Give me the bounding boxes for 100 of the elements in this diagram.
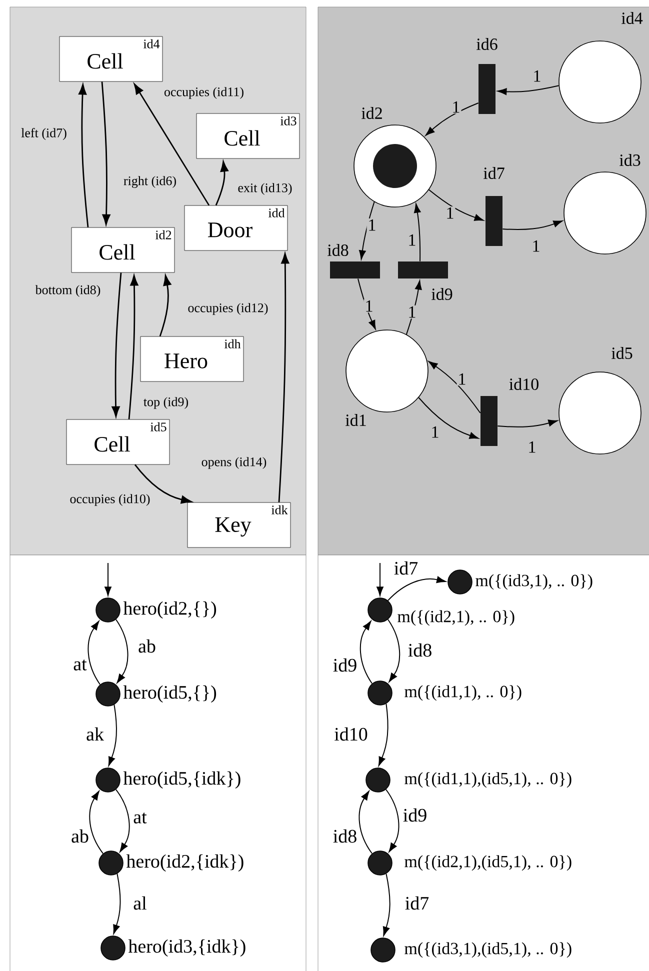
state-dot xyxy=(368,850,392,876)
node-label: hero(id2,{}) xyxy=(123,601,216,619)
arrow xyxy=(358,278,376,330)
edge-label: occupies (id11) xyxy=(163,86,245,100)
arrow xyxy=(108,704,117,766)
entity-box: Cell id2 xyxy=(71,227,175,273)
edge-label: right (id6) xyxy=(122,175,178,189)
arrow xyxy=(382,873,390,936)
transition-bar xyxy=(330,262,380,278)
transition-bar xyxy=(486,196,502,246)
arrow xyxy=(112,272,122,417)
entity-box: Hero idh xyxy=(140,336,244,382)
arrow xyxy=(278,253,290,502)
node-label: m({(id3,1), .. 0}) xyxy=(476,574,592,590)
node-label: id8 xyxy=(328,244,348,256)
arrow xyxy=(428,361,481,414)
state-dot xyxy=(98,850,124,876)
edge-label: id7 xyxy=(404,895,430,911)
node-label: id9 xyxy=(432,288,452,300)
arrow xyxy=(134,464,192,504)
node-label: id6 xyxy=(476,38,498,50)
arrow xyxy=(360,620,373,684)
arrow xyxy=(428,189,484,221)
transition-bar xyxy=(478,64,496,114)
node-label: id3 xyxy=(620,154,640,166)
place-circle xyxy=(558,372,642,454)
arrow xyxy=(88,620,101,685)
edge-label: top (id9) xyxy=(142,396,190,410)
entity-box: Cell id3 xyxy=(196,113,300,159)
node-label: id1 xyxy=(346,414,366,426)
state-dot xyxy=(96,682,120,706)
arrow xyxy=(215,161,228,206)
edge-label: occupies (id12) xyxy=(186,302,270,316)
node-label: id4 xyxy=(622,12,643,24)
state-dot xyxy=(100,936,126,960)
edge-label: id9 xyxy=(402,807,428,823)
place-circle xyxy=(346,330,428,412)
edge-label: ak xyxy=(85,726,105,742)
arrow xyxy=(406,280,422,335)
edge-label: id9 xyxy=(332,657,358,673)
arrow xyxy=(387,619,400,682)
edge-label: ab xyxy=(137,638,157,654)
edge-label: id8 xyxy=(332,828,358,844)
arrow xyxy=(104,562,112,596)
arrow xyxy=(359,201,375,260)
arrow xyxy=(101,82,110,225)
arrow xyxy=(113,873,121,934)
arrow xyxy=(115,789,130,852)
edge-label: id8 xyxy=(406,642,434,658)
arrow xyxy=(418,397,479,439)
place-circle xyxy=(354,124,436,208)
arrow xyxy=(497,85,560,95)
entity-box: Door idd xyxy=(184,205,288,251)
arrow xyxy=(497,420,558,428)
node-label: hero(id2,{idk}) xyxy=(126,854,244,872)
state-dot xyxy=(368,598,392,622)
node-label: m({(id1,1),(id5,1), .. 0}) xyxy=(404,772,572,788)
edge-label: opens (id14) xyxy=(200,456,268,470)
arrow xyxy=(378,703,388,766)
edge-label: al xyxy=(132,895,148,911)
arrow xyxy=(89,790,104,854)
state-dot xyxy=(448,570,472,594)
node-label: m({(id3,1),(id5,1), .. 0}) xyxy=(404,942,572,958)
node-label: id10 xyxy=(509,378,538,390)
arrow xyxy=(376,562,384,596)
entity-box: Cell id4 xyxy=(59,36,163,82)
arrow xyxy=(159,275,172,337)
node-label: id2 xyxy=(362,107,382,119)
edge-label: at xyxy=(72,658,88,672)
edge-label: id7 xyxy=(392,560,420,576)
arrow xyxy=(387,576,446,601)
arrow xyxy=(134,84,210,206)
arrow xyxy=(385,789,400,852)
node-label: id5 xyxy=(612,347,632,359)
transition-bar xyxy=(398,262,448,278)
edge-label: id10 xyxy=(333,726,369,742)
edge-label: occupies (id10) xyxy=(68,493,152,507)
arrow xyxy=(78,84,89,228)
edge-label: exit (id13) xyxy=(236,182,294,196)
arrow xyxy=(414,204,421,262)
transition-bar xyxy=(480,396,498,446)
node-label: hero(id3,{idk}) xyxy=(128,939,246,957)
entity-box: Key idk xyxy=(187,502,291,548)
state-dot xyxy=(96,598,120,622)
node-label: m({(id2,1), .. 0}) xyxy=(398,610,514,626)
node-label: id7 xyxy=(484,167,504,179)
edge-label: bottom (id8) xyxy=(34,284,102,298)
state-dot xyxy=(366,768,390,792)
node-label: hero(id5,{idk}) xyxy=(123,771,240,789)
node-label: m({(id2,1),(id5,1), .. 0}) xyxy=(404,855,572,871)
arrow xyxy=(425,102,479,136)
place-circle xyxy=(564,172,646,254)
state-dot xyxy=(368,680,392,706)
arrow xyxy=(128,275,138,420)
edge-label: at xyxy=(132,812,148,824)
arrow xyxy=(358,790,373,854)
entity-box: Cell id5 xyxy=(66,419,170,465)
node-label: hero(id5,{}) xyxy=(123,685,216,703)
edge-label: left (id7) xyxy=(20,127,68,141)
node-label: m({(id1,1), .. 0}) xyxy=(404,685,522,701)
